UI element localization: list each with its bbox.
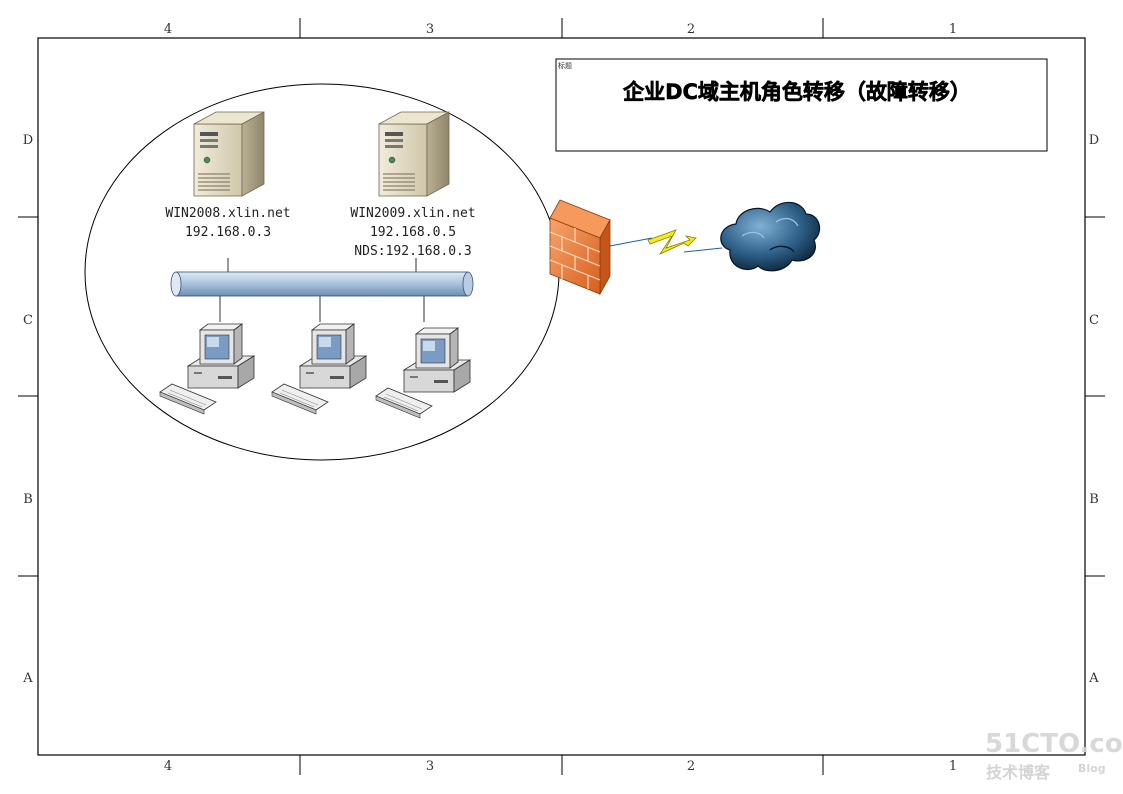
server-ip: 192.168.0.5 — [370, 225, 456, 240]
server-hostname: WIN2008.xlin.net — [165, 206, 290, 221]
workstation-icon — [375, 327, 471, 419]
zone-col-bottom-label: 2 — [687, 759, 695, 774]
zone-row-left-label: B — [23, 492, 33, 507]
zone-row-right-label: C — [1089, 313, 1099, 328]
lightning-bolt-icon — [609, 229, 723, 255]
zone-row-left-label: A — [22, 671, 33, 686]
zone-col-bottom-label: 3 — [426, 759, 434, 774]
zone-col-bottom-label: 1 — [949, 759, 957, 774]
server-tower-icon — [193, 111, 265, 197]
network-drop-lines — [219, 258, 425, 322]
cloud-icon — [720, 201, 821, 272]
zone-col-top-label: 2 — [687, 22, 695, 37]
ethernet-backbone — [170, 271, 474, 297]
drawing-frame: 4 3 2 1 4 3 2 1 D C B A D C B A — [18, 18, 1105, 775]
workstation-icon — [159, 323, 255, 415]
zone-col-top-label: 1 — [949, 22, 957, 37]
zone-col-top-label: 4 — [164, 22, 172, 37]
server-tower-icon — [378, 111, 450, 197]
zone-col-bottom-label: 4 — [164, 759, 172, 774]
server-ip: 192.168.0.3 — [185, 225, 271, 240]
watermark-logo: 51CTO.com 技术博客 Blog — [985, 729, 1123, 782]
title-caption: 标题 — [558, 61, 572, 70]
zone-row-right-label: D — [1089, 133, 1099, 148]
zone-row-left-label: D — [23, 133, 33, 148]
server-dns: NDS:192.168.0.3 — [354, 244, 471, 259]
title-block: 标题 企业DC域主机角色转移（故障转移） — [555, 58, 1048, 152]
zone-row-left-label: C — [23, 313, 33, 328]
diagram-title: 企业DC域主机角色转移（故障转移） — [622, 80, 971, 104]
firewall-brick-icon — [549, 199, 611, 296]
workstation-icon — [271, 323, 367, 415]
title-box — [555, 58, 1048, 152]
zone-row-right-label: B — [1089, 492, 1099, 507]
zone-row-right-label: A — [1088, 671, 1099, 686]
watermark-blog: Blog — [1078, 762, 1106, 775]
watermark-site: 51CTO.com — [985, 729, 1123, 759]
server-hostname: WIN2009.xlin.net — [350, 206, 475, 221]
zone-col-top-label: 3 — [426, 22, 434, 37]
watermark-sub: 技术博客 — [986, 763, 1051, 782]
